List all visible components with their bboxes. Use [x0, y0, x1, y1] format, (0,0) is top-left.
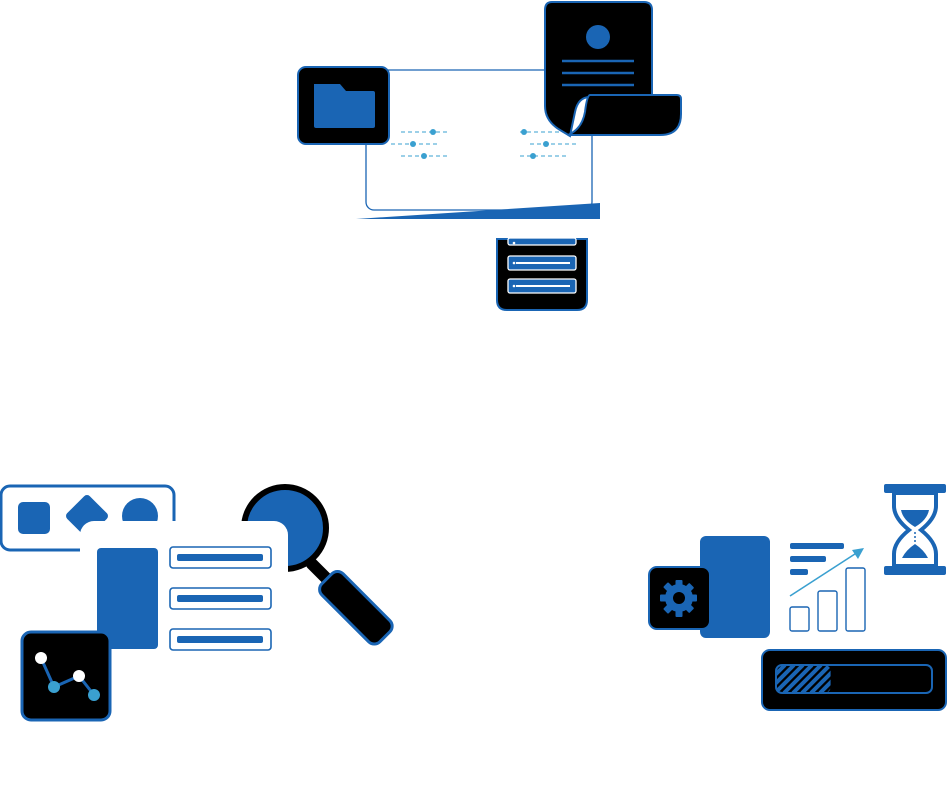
- progress-stripe: [800, 665, 831, 693]
- progress-stripe: [818, 665, 831, 693]
- file-transfer-illustration: [297, 1, 682, 311]
- connector-dot: [521, 129, 527, 135]
- connector-dot: [410, 141, 416, 147]
- connector-dot: [430, 129, 436, 135]
- search-analysis-illustration: [0, 484, 394, 722]
- progress-stripe: [782, 665, 814, 693]
- processing-illustration: [648, 484, 947, 711]
- document-icon: [544, 1, 682, 138]
- progress-bar-icon: [761, 649, 947, 711]
- bar-chart-icon: [789, 543, 866, 632]
- list-panel-icon: [80, 521, 288, 661]
- hourglass-icon: [884, 484, 946, 575]
- transfer-wedge: [356, 203, 600, 219]
- connector-dot: [530, 153, 536, 159]
- gear-icon: [648, 566, 711, 630]
- connector-dot: [543, 141, 549, 147]
- progress-stripe: [809, 665, 831, 693]
- connector-dot: [421, 153, 427, 159]
- progress-stripe: [776, 665, 787, 693]
- progress-stripe: [776, 665, 796, 693]
- connector-dots-left: [391, 131, 449, 157]
- server-icon: [496, 237, 588, 311]
- progress-stripe: [776, 665, 805, 693]
- line-chart-icon: [20, 630, 112, 722]
- folder-icon: [314, 84, 375, 128]
- app-card: [700, 536, 770, 638]
- connector-dots-right: [520, 131, 578, 157]
- progress-stripe: [791, 665, 823, 693]
